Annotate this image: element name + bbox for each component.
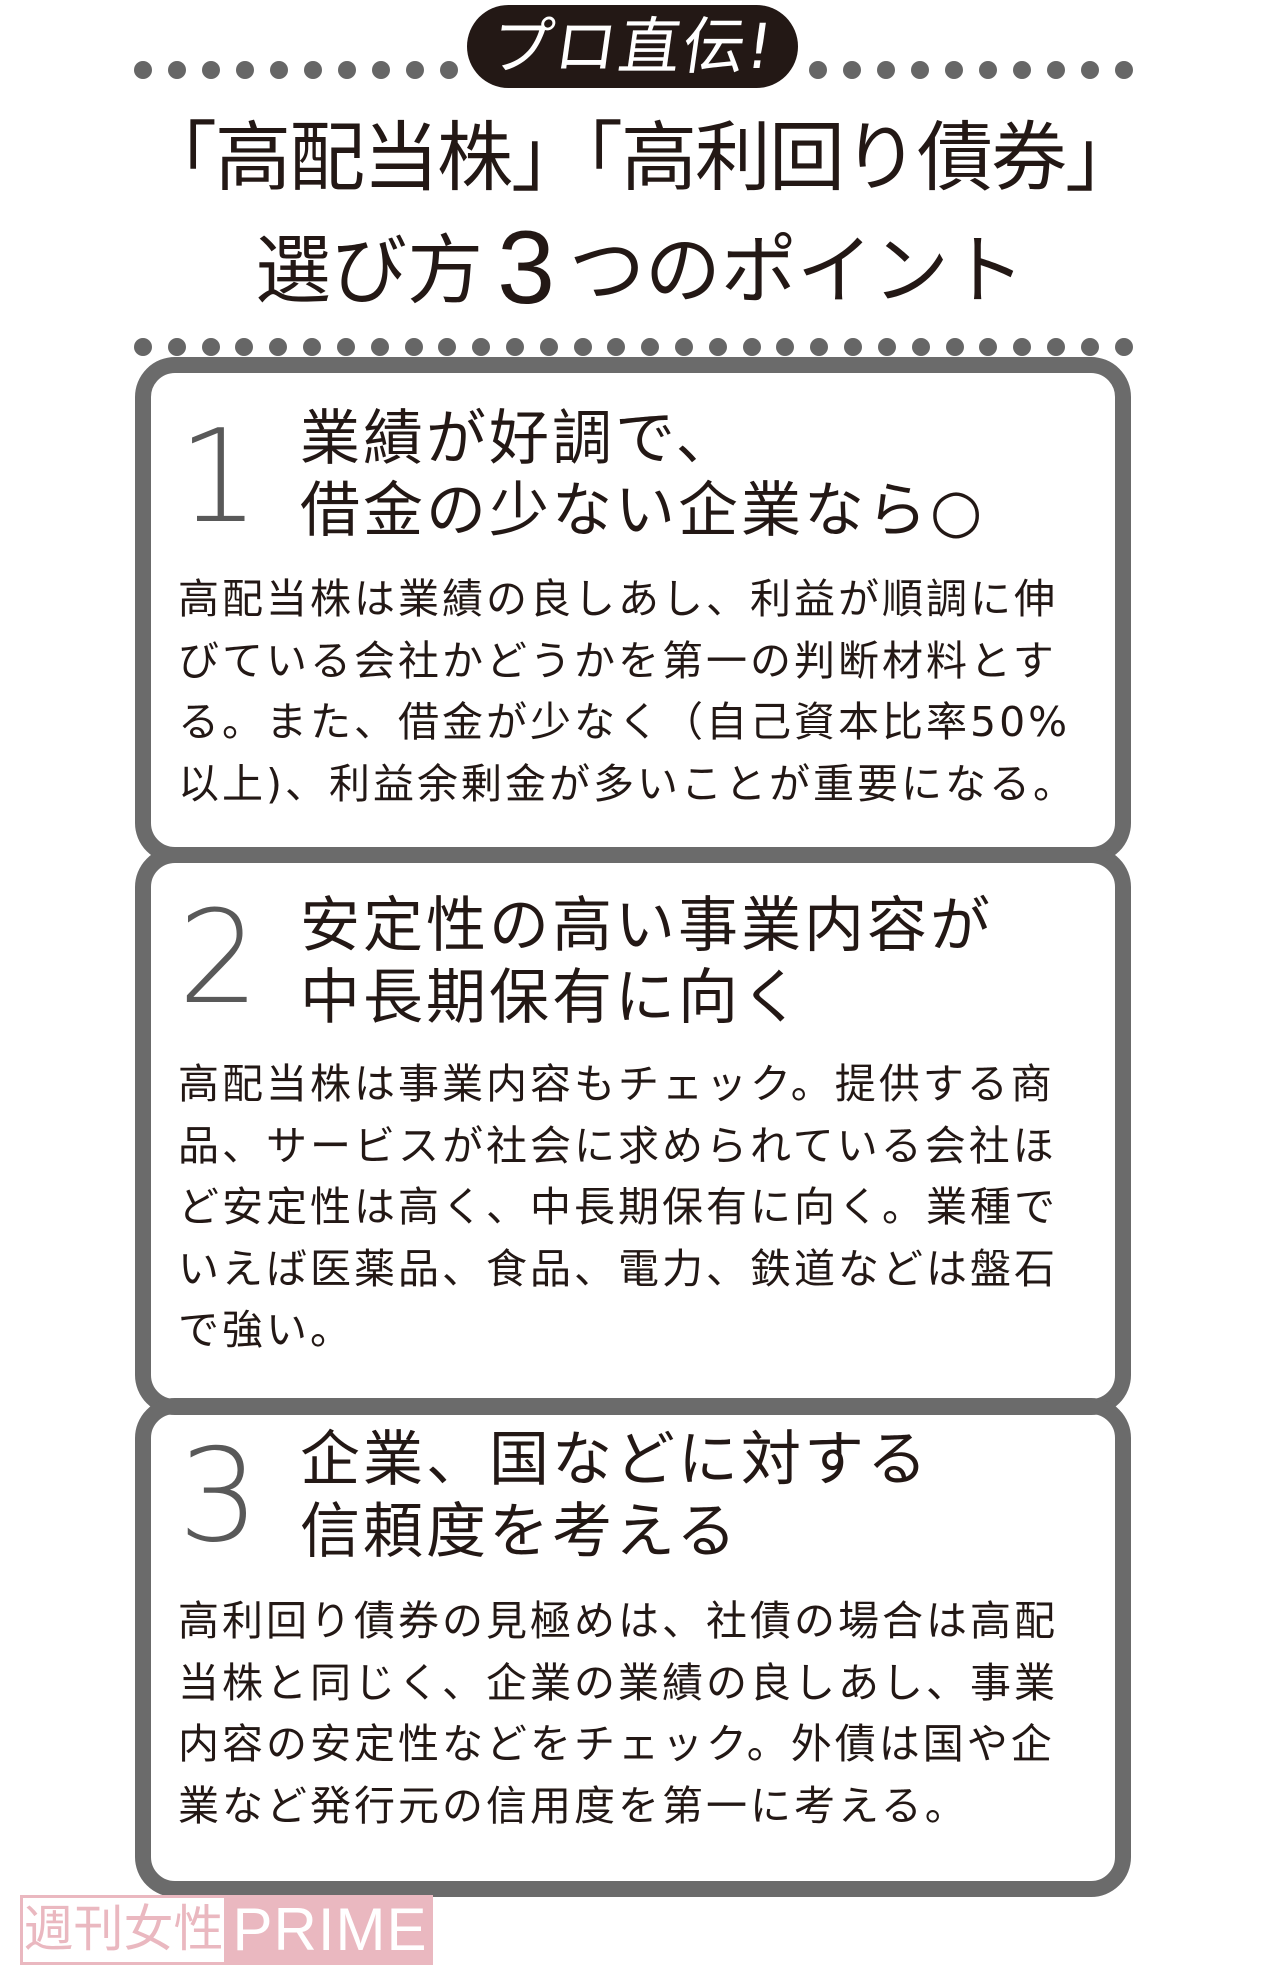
dot <box>776 338 795 356</box>
point-heading-3: 企業、国などに対する 信頼度を考える <box>300 1424 930 1568</box>
title-suffix: つのポイント <box>568 226 1025 315</box>
dot <box>236 61 254 79</box>
title-number: 3 <box>497 210 555 326</box>
dot <box>911 338 930 356</box>
page-title-line-1: 「高配当株」「高利回り債券」 <box>141 113 1141 202</box>
dot <box>607 338 626 356</box>
dot <box>1013 61 1031 79</box>
body-line: ど安定性は高く、中長期保有に向く。業種で <box>178 1183 1058 1231</box>
body-line: 内容の安定性などをチェック。外債は国や企 <box>178 1720 1055 1768</box>
dot <box>304 61 322 79</box>
top-dotted-divider-right <box>809 60 1133 80</box>
point-body-3: 高利回り債券の見極めは、社債の場合は高配 当株と同じく、企業の業績の良しあし、事… <box>178 1591 1098 1837</box>
dot <box>438 338 457 356</box>
dot <box>877 61 895 79</box>
body-line: 当株と同じく、企業の業績の良しあし、事業 <box>178 1658 1058 1707</box>
body-line: 品、サービスが社会に求められている会社ほ <box>178 1121 1057 1170</box>
heading-line: 企業、国などに対する <box>300 1425 930 1495</box>
dot <box>440 61 458 79</box>
dot <box>168 61 186 79</box>
dot <box>1046 338 1065 356</box>
dot <box>1047 61 1065 79</box>
top-dotted-divider-left <box>134 60 458 80</box>
dot <box>134 61 152 79</box>
heading-line: 安定性の高い事業内容が <box>300 891 993 961</box>
dot <box>742 338 761 356</box>
dot <box>505 338 524 356</box>
dot <box>844 338 863 356</box>
dot <box>945 338 964 356</box>
publisher-watermark: 週刊女性 PRIME <box>20 1895 433 1965</box>
watermark-prime-label: PRIME <box>227 1895 433 1965</box>
dot <box>201 338 220 356</box>
heading-line: 中長期保有に向く <box>300 963 804 1033</box>
dot <box>338 61 356 79</box>
dot <box>945 61 963 79</box>
dot <box>167 338 186 356</box>
body-line: る。また、借金が少なく（自己資本比率50% <box>178 698 1071 746</box>
dot <box>303 338 322 356</box>
point-number-3: 3 <box>178 1422 260 1571</box>
body-line: びている会社かどうかを第一の判断材料とす <box>178 636 1057 685</box>
dot <box>1115 61 1133 79</box>
dot <box>539 338 558 356</box>
dot <box>336 338 355 356</box>
heading-line: 借金の少ない企業なら○ <box>300 476 986 546</box>
dot <box>911 61 929 79</box>
dot <box>641 338 660 356</box>
body-line: 業など発行元の信用度を第一に考える。 <box>178 1781 969 1830</box>
point-box-3 <box>135 1398 1131 1897</box>
dot <box>708 338 727 356</box>
watermark-magazine-name: 週刊女性 <box>20 1895 227 1965</box>
dot <box>270 61 288 79</box>
dot <box>404 338 423 356</box>
point-number-1: 1 <box>178 403 260 552</box>
body-line: で強い。 <box>178 1306 354 1354</box>
pro-tip-badge: プロ直伝! <box>467 5 798 88</box>
dot <box>979 338 998 356</box>
point-number-2: 2 <box>178 884 260 1033</box>
dot <box>979 61 997 79</box>
body-line: いえば医薬品、食品、電力、鉄道などは盤石 <box>178 1244 1058 1293</box>
dot <box>675 338 693 356</box>
dot <box>406 61 424 79</box>
dot <box>877 338 896 356</box>
dot <box>1013 338 1032 356</box>
body-line: 高利回り債券の見極めは、社債の場合は高配 <box>178 1597 1058 1645</box>
dot <box>472 338 491 356</box>
badge-label: プロ直伝! <box>486 9 780 83</box>
dot <box>269 338 288 356</box>
dot <box>1080 338 1099 356</box>
dot <box>809 61 827 79</box>
dot <box>1114 338 1133 356</box>
dot <box>235 338 254 356</box>
heading-line: 業績が好調で、 <box>300 404 739 474</box>
dot <box>372 61 390 79</box>
body-line: 以上)、利益余剰金が多いことが重要になる。 <box>178 759 1077 808</box>
point-heading-2: 安定性の高い事業内容が 中長期保有に向く <box>300 890 993 1034</box>
body-line: 高配当株は事業内容もチェック。提供する商 <box>178 1060 1055 1108</box>
dot <box>843 61 861 79</box>
dot <box>810 338 829 356</box>
bottom-dotted-divider <box>134 337 1133 357</box>
dot <box>573 338 592 356</box>
dot <box>134 338 152 356</box>
dot <box>370 338 389 356</box>
point-body-1: 高配当株は業績の良しあし、利益が順調に伸 びている会社かどうかを第一の判断材料と… <box>178 569 1098 815</box>
point-heading-1: 業績が好調で、 借金の少ない企業なら○ <box>300 403 985 547</box>
heading-line: 信頼度を考える <box>300 1497 740 1567</box>
dot <box>1081 61 1099 79</box>
dot <box>202 61 220 79</box>
body-line: 高配当株は業績の良しあし、利益が順調に伸 <box>178 575 1058 623</box>
title-prefix: 選び方 <box>255 226 484 315</box>
point-body-2: 高配当株は事業内容もチェック。提供する商 品、サービスが社会に求められている会社… <box>178 1054 1098 1362</box>
